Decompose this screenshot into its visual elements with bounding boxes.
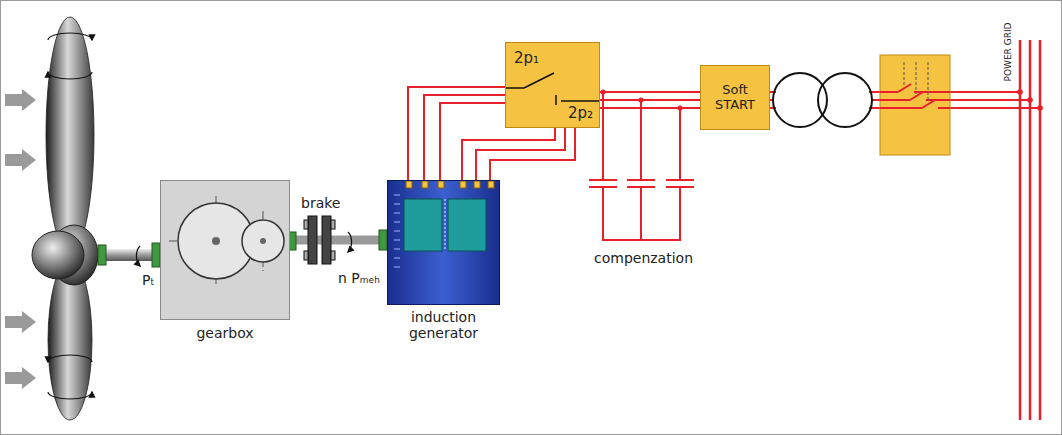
pole-pair-label: 2p₁ <box>514 49 539 67</box>
pole-pair-label: 2p₂ <box>568 104 593 122</box>
speed-power-label: n Pₘₑₕ <box>338 270 380 286</box>
grid-label: POWER GRID <box>1003 22 1013 81</box>
pole-switch-box: 2p₁ 2p₂ <box>505 42 600 128</box>
capacitor-bank <box>589 92 694 240</box>
power-wire <box>600 99 700 101</box>
electrical-wiring <box>424 40 1040 420</box>
power-wire <box>408 87 505 180</box>
soft-start-box: Soft START <box>700 65 770 130</box>
stator-rotor <box>388 181 499 304</box>
part-name: gearbox <box>196 325 253 341</box>
part-name: brake <box>301 195 340 211</box>
rotor <box>32 17 160 420</box>
junction-dots <box>600 89 1042 111</box>
wind-arrows <box>5 89 36 389</box>
brake-disc <box>288 216 387 264</box>
gearbox-housing: gearbox <box>160 180 290 320</box>
drive-shaft <box>290 236 387 245</box>
power-symbol: Pₜ <box>142 272 155 288</box>
generator-housing: induction generator <box>387 180 500 305</box>
device-label: Soft START <box>715 82 755 113</box>
gear-pair <box>161 181 289 319</box>
transformer-symbol <box>773 73 872 127</box>
part-name: compenzation <box>594 250 693 266</box>
grid-switch <box>880 55 950 155</box>
part-name: induction generator <box>389 309 499 341</box>
